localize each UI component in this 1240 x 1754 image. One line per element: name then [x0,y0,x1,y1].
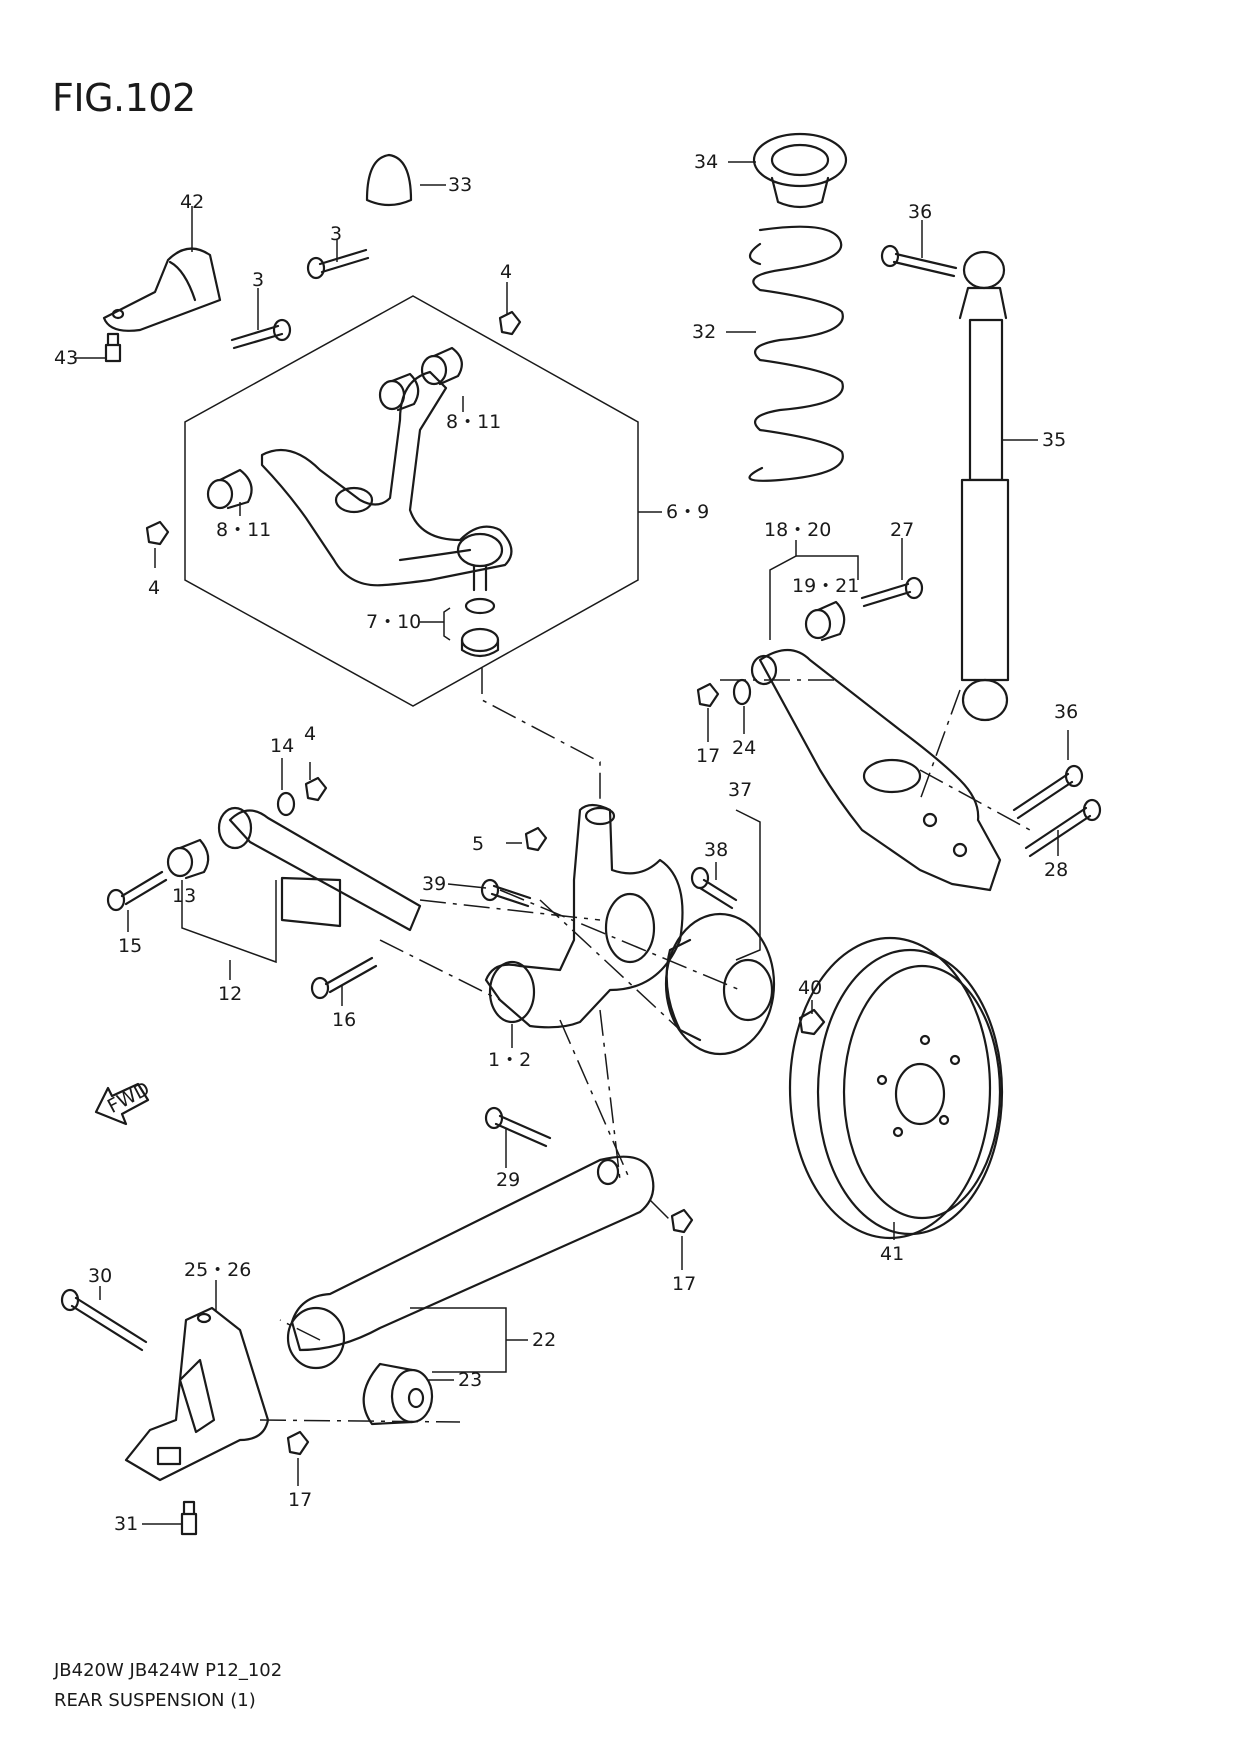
brake-drum-41 [788,936,1004,1240]
callout-34: 34 [694,151,718,173]
bushing-19-21 [804,600,846,642]
nut-4a [498,310,522,336]
nut-5 [524,826,548,852]
bump-stopper-cap [365,153,413,207]
nut-4c [304,776,328,802]
callout-17-lower: 17 [288,1489,312,1511]
washer-14 [276,791,296,817]
shock-absorber-35 [958,250,1010,722]
bushing-8-11-lower [206,468,253,510]
callout-24: 24 [732,737,756,759]
lower-arm-18-20 [750,648,1002,892]
lateral-rod-12 [217,806,422,932]
callout-3a: 3 [330,223,342,245]
hub-37 [664,912,776,1056]
callout-14: 14 [270,735,294,757]
callout-17-mid: 17 [672,1273,696,1295]
bolt-29 [484,1106,552,1148]
nut-17-lower [286,1430,310,1456]
callout-39: 39 [422,873,446,895]
callout-23: 23 [458,1369,482,1391]
callout-6-9: 6・9 [666,501,709,523]
callout-40: 40 [798,977,822,999]
assembly-lines [259,668,1031,1423]
callout-12: 12 [218,983,242,1005]
callout-30: 30 [88,1265,112,1287]
callout-43: 43 [54,347,78,369]
callout-25-26: 25・26 [184,1259,251,1281]
callout-4a: 4 [500,261,512,283]
bolt-27 [860,576,924,608]
callout-37: 37 [728,779,752,801]
callout-32: 32 [692,321,716,343]
callout-27: 27 [890,519,914,541]
callout-18-20: 18・20 [764,519,831,541]
callout-7-10: 7・10 [366,611,421,633]
callout-15: 15 [118,935,142,957]
bolt-16 [310,956,378,1000]
callout-29: 29 [496,1169,520,1191]
callout-17-upper: 17 [696,745,720,767]
callout-35: 35 [1042,429,1066,451]
bolt-36-lower [1012,764,1084,820]
bushing-23 [362,1362,434,1426]
fwd-arrow-icon: FWD [94,1078,153,1126]
washer-24 [732,678,752,706]
callout-13: 13 [172,885,196,907]
bushing-upper-mid [378,372,420,412]
callout-5: 5 [472,833,484,855]
bolt-43 [104,332,122,363]
nut-17-mid [670,1208,694,1234]
bolt-31 [180,1500,198,1536]
callout-36-top: 36 [908,201,932,223]
callout-8-11-lower: 8・11 [216,519,271,541]
callout-33: 33 [448,174,472,196]
bolt-3a [230,318,292,350]
callout-labels: 33 42 43 3 3 4 8・11 8・11 4 6・9 7・10 34 3… [54,151,1078,1535]
spring-seat-34 [752,132,848,209]
callout-36-lower: 36 [1054,701,1078,723]
coil-spring-32 [748,225,844,482]
nut-4b [145,520,170,546]
bolt-36-top [880,244,958,278]
upper-control-arm [260,370,513,592]
bracket-cover [102,247,222,332]
bolt-39 [480,878,532,908]
bolt-28 [1024,798,1102,858]
leader-lines [74,161,1069,1525]
bolt-30 [60,1288,148,1352]
callout-31: 31 [114,1513,138,1535]
bolt-3b [306,248,370,280]
callout-4c: 4 [304,723,316,745]
bracket-25-26 [124,1306,270,1482]
callout-3b: 3 [252,269,264,291]
bolt-38 [690,866,738,910]
figure-code: JB420W JB424W P12_102 [54,1660,283,1681]
callout-4b: 4 [148,577,160,599]
bushing-8-11-upper [420,346,463,386]
callout-19-21: 19・21 [792,575,859,597]
callout-41: 41 [880,1243,904,1265]
figure-name: REAR SUSPENSION (1) [54,1690,256,1711]
nut-17-upper [696,682,720,708]
callout-16: 16 [332,1009,356,1031]
bolt-15 [106,870,168,912]
boot-7-10 [460,597,500,658]
trailing-arm-22 [286,1155,655,1370]
callout-22: 22 [532,1329,556,1351]
bushing-13 [166,838,210,880]
callout-28: 28 [1044,859,1068,881]
figure-title: FIG.102 [52,76,196,120]
knuckle-1-2 [484,803,684,1029]
callout-8-11-upper: 8・11 [446,411,501,433]
callout-42: 42 [180,191,204,213]
upper-arm-group-outline [184,295,639,707]
callout-1-2: 1・2 [488,1049,531,1071]
fwd-label: FWD [104,1078,153,1118]
callout-38: 38 [704,839,728,861]
